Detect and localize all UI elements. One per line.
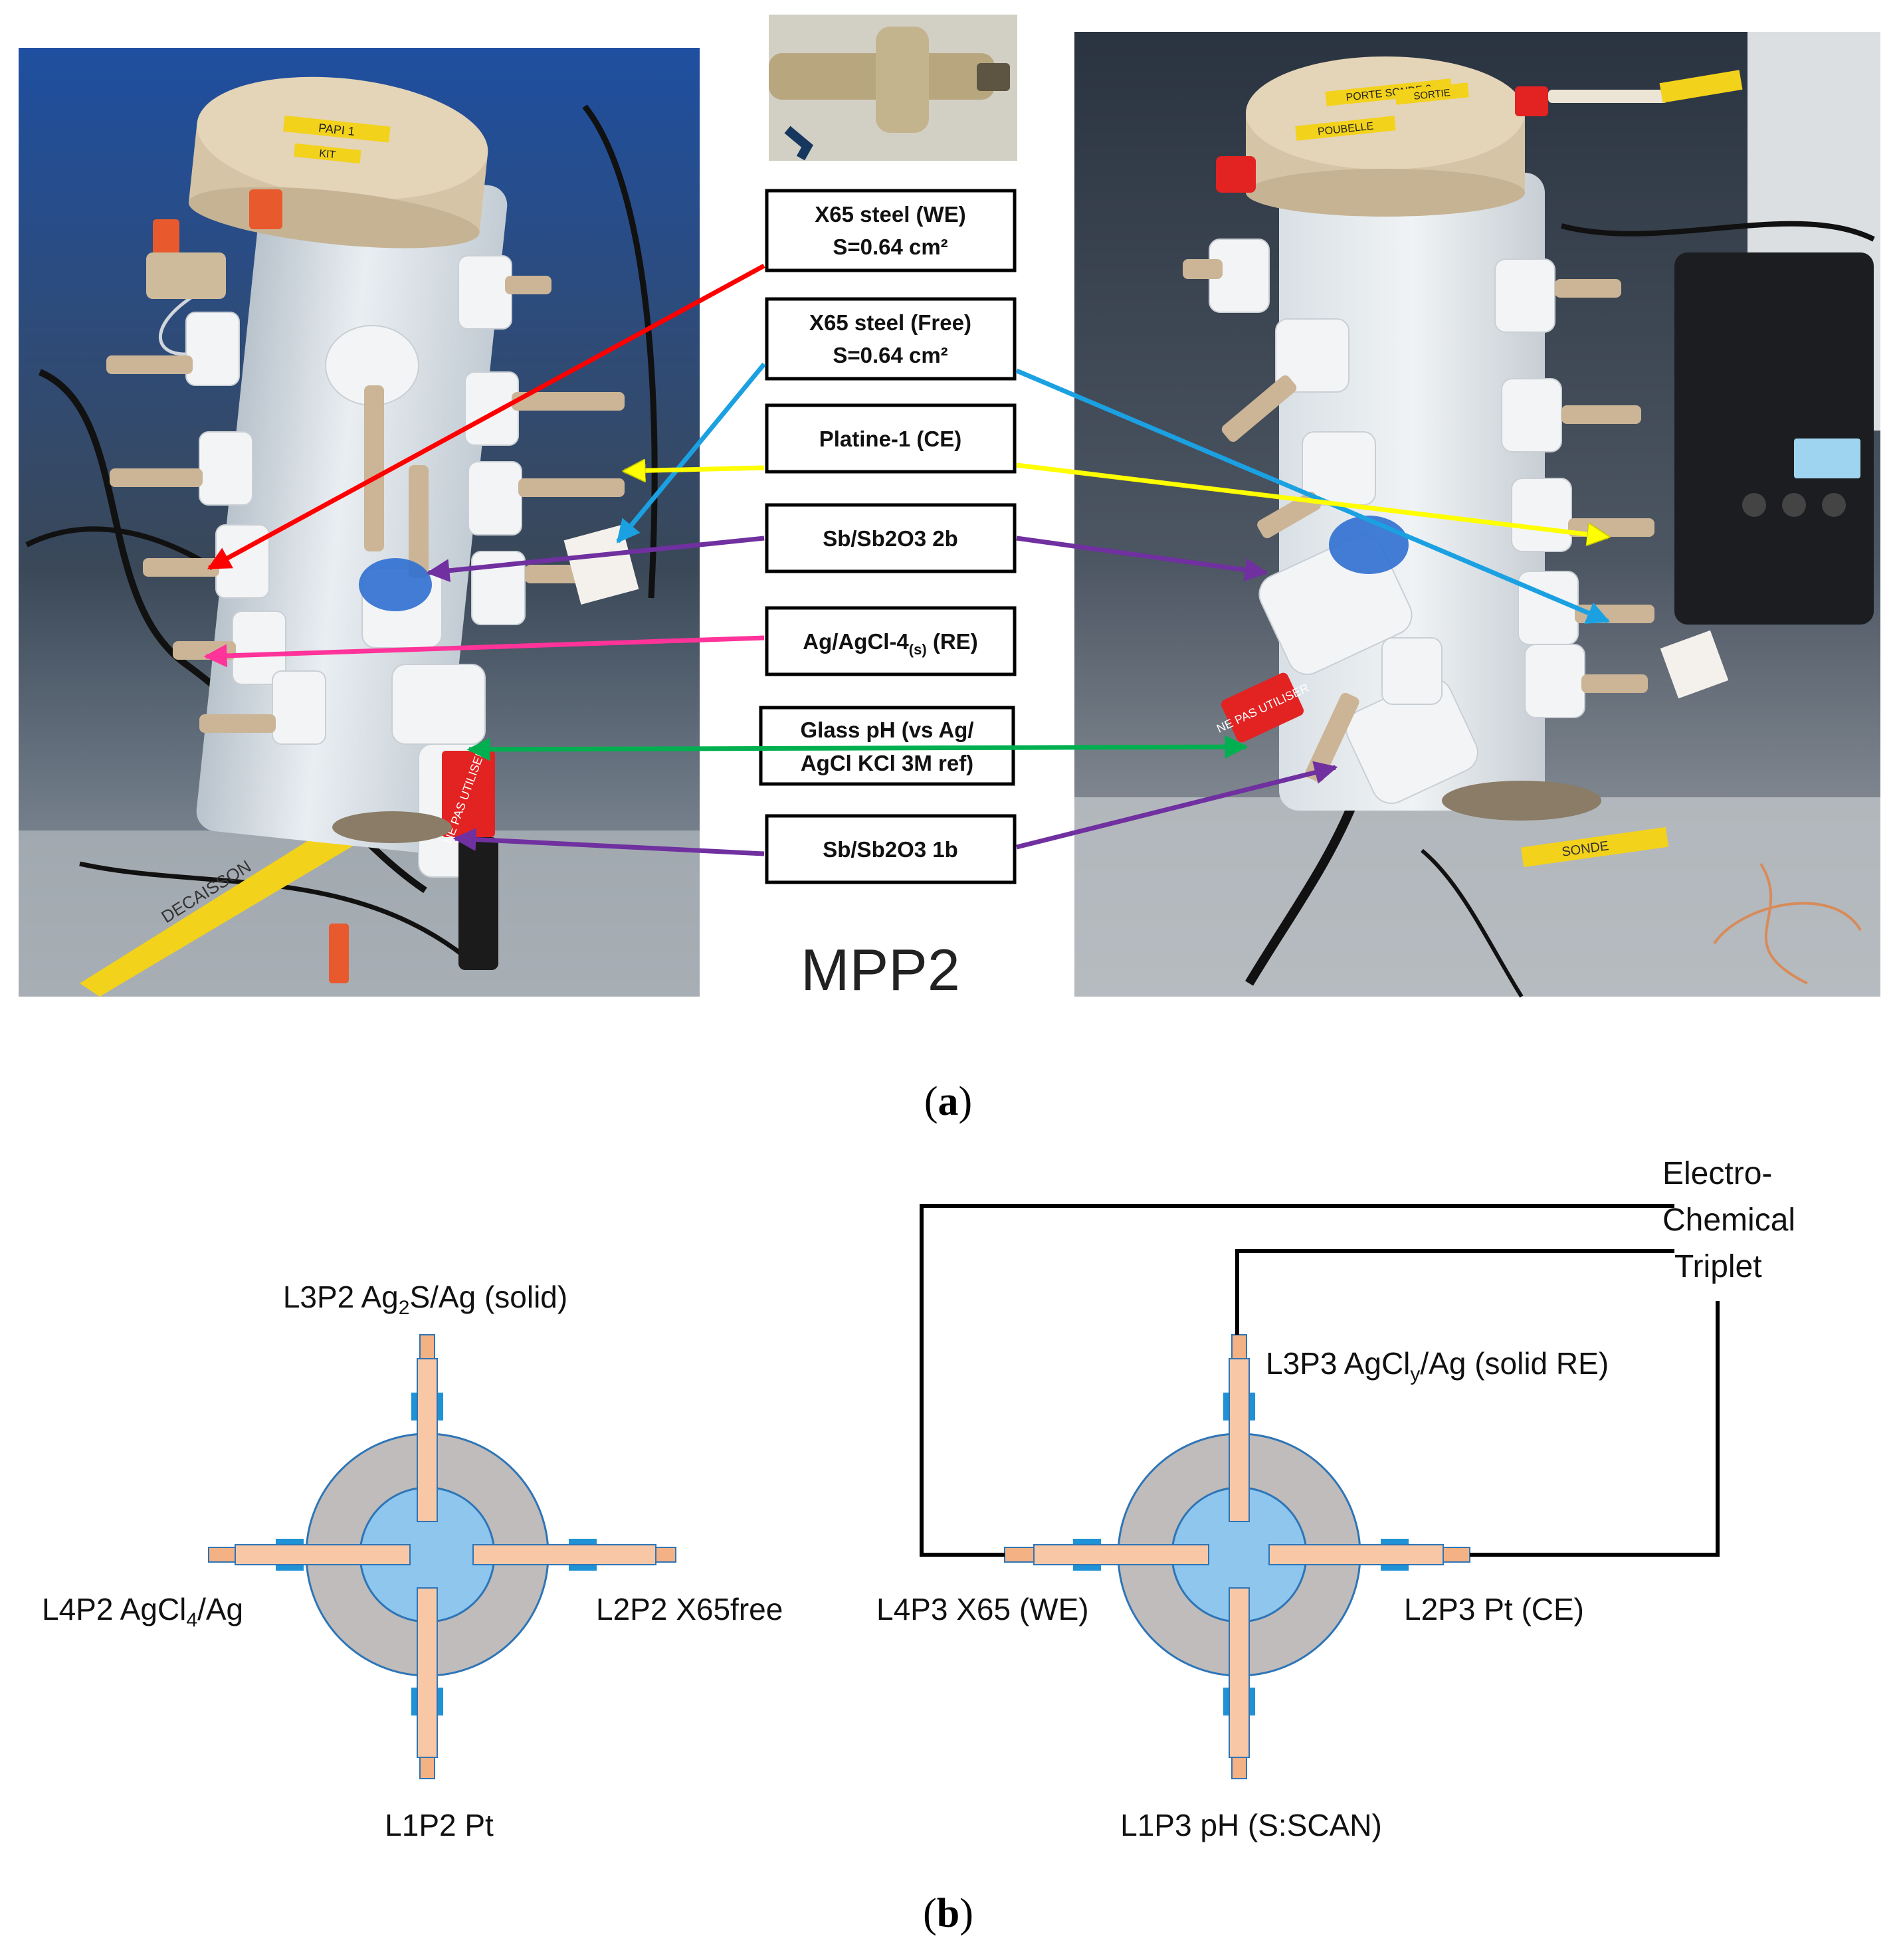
label-we-line1: X65 steel (WE) bbox=[815, 202, 965, 227]
triplet-label-line3: Triplet bbox=[1674, 1249, 1762, 1284]
label-ce: Platine-1 (CE) bbox=[819, 427, 962, 451]
left-cell-left-label: L4P2 AgCl4/Ag bbox=[42, 1592, 243, 1631]
arrow-sb1b-right bbox=[1016, 761, 1338, 850]
center-title: MPP2 bbox=[801, 937, 960, 1003]
label-re: Ag/AgCl-4(s) (RE) bbox=[803, 629, 977, 658]
arrow-glass bbox=[466, 735, 1248, 761]
arrow-ce-right bbox=[1016, 462, 1608, 537]
left-cell-top-label: L3P2 Ag2S/Ag (solid) bbox=[283, 1280, 567, 1319]
arrow-free-right bbox=[1015, 368, 1611, 624]
label-free-line1: X65 steel (Free) bbox=[809, 310, 971, 335]
arrow-sb2b-left bbox=[426, 536, 765, 583]
label-sb1b: Sb/Sb2O3 1b bbox=[823, 837, 958, 862]
triplet-label-line1: Electro- bbox=[1662, 1156, 1772, 1191]
label-box-sb1b: Sb/Sb2O3 1b bbox=[765, 814, 1017, 884]
left-cell-bottom-label: L1P2 Pt bbox=[385, 1808, 494, 1842]
label-glass-line1: Glass pH (vs Ag/ bbox=[800, 718, 973, 742]
label-free-line2: S=0.64 cm² bbox=[833, 343, 948, 367]
label-box-ce: Platine-1 (CE) bbox=[765, 403, 1017, 474]
triplet-label-line2: Chemical bbox=[1662, 1203, 1795, 1238]
label-glass-line2: AgCl KCl 3M ref) bbox=[801, 751, 973, 775]
label-box-we: X65 steel (WE) S=0.64 cm² bbox=[765, 189, 1017, 272]
label-box-sb2b: Sb/Sb2O3 2b bbox=[765, 503, 1017, 573]
right-cell-diagram: L3P3 AgCly/Ag (solid RE) L4P3 X65 (WE) L… bbox=[876, 1334, 1609, 1842]
label-boxes: X65 steel (WE) S=0.64 cm² X65 steel (Fre… bbox=[759, 189, 1017, 884]
left-cell-right-label: L2P2 X65free bbox=[596, 1592, 783, 1626]
right-lid-text-3: SORTIE bbox=[1413, 87, 1451, 102]
label-box-re: Ag/AgCl-4(s) (RE) bbox=[765, 606, 1017, 676]
arrow-sb2b-right bbox=[1016, 536, 1268, 582]
arrow-sb1b-left bbox=[452, 828, 765, 856]
caption-b: (b) bbox=[923, 1891, 973, 1936]
label-we-line2: S=0.64 cm² bbox=[833, 235, 948, 259]
label-sb2b: Sb/Sb2O3 2b bbox=[823, 526, 958, 551]
left-lid-text-2: KIT bbox=[318, 148, 336, 161]
left-photo: DECAISSON PAPI 1 KIT bbox=[19, 48, 700, 997]
arrow-ce-left bbox=[625, 468, 765, 471]
right-cell-top-label: L3P3 AgCly/Ag (solid RE) bbox=[1266, 1346, 1609, 1385]
right-cell-right-label: L2P3 Pt (CE) bbox=[1404, 1592, 1584, 1626]
left-cell-diagram: L3P2 Ag2S/Ag (solid) L4P2 AgCl4/Ag L2P2 … bbox=[42, 1280, 783, 1842]
arrows bbox=[203, 263, 1611, 856]
arrow-re bbox=[203, 635, 765, 668]
label-box-free: X65 steel (Free) S=0.64 cm² bbox=[765, 297, 1017, 381]
arrow-we bbox=[207, 263, 765, 571]
right-cell-left-label: L4P3 X65 (WE) bbox=[876, 1592, 1089, 1626]
caption-a: (a) bbox=[924, 1079, 972, 1124]
triplet-wiring bbox=[920, 1204, 1720, 1557]
inset-photo bbox=[769, 15, 1017, 161]
right-cell-bottom-label: L1P3 pH (S:SCAN) bbox=[1120, 1808, 1382, 1842]
arrow-free-left bbox=[616, 362, 766, 543]
right-photo: PORTE SONDE 2 POUBELLE SORTIE bbox=[1074, 32, 1880, 998]
